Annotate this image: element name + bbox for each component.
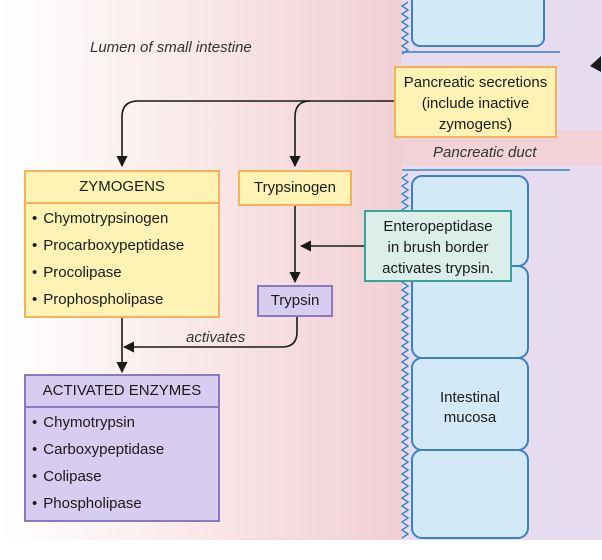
- zymogens-box: ZYMOGENS Chymotrypsinogen Procarboxypept…: [24, 170, 220, 318]
- arrows: [116, 100, 400, 374]
- mucosa-cell: [411, 449, 529, 539]
- activated-enzymes-title: ACTIVATED ENZYMES: [26, 376, 218, 408]
- activated-enzymes-list: Chymotrypsin Carboxypeptidase Colipase P…: [26, 408, 218, 520]
- enteropeptidase-box: Enteropeptidase in brush border activate…: [364, 210, 512, 282]
- trypsin-box: Trypsin: [257, 285, 333, 317]
- list-item: Chymotrypsin: [26, 409, 218, 436]
- activates-label: activates: [186, 329, 246, 346]
- intestinal-mucosa-label: Intestinal mucosa: [414, 388, 526, 428]
- list-item: Carboxypeptidase: [26, 436, 218, 463]
- mucosa-label-line2: mucosa: [443, 409, 497, 426]
- brush-border-upper: [400, 1, 410, 55]
- list-item: Chymotrypsinogen: [26, 205, 218, 232]
- trypsinogen-box: Trypsinogen: [238, 170, 352, 206]
- pancreatic-secretions-box: Pancreatic secretions (include inactive …: [394, 66, 557, 138]
- arrow-to-trypsinogen: [289, 100, 311, 168]
- mucosa-label-line1: Intestinal: [439, 389, 501, 406]
- list-item: Colipase: [26, 463, 218, 490]
- corner-arrowhead: [590, 56, 601, 72]
- enteropeptidase-line3: activates trypsin.: [382, 260, 494, 277]
- pancreatic-secretions-line3: zymogens): [438, 116, 513, 133]
- activated-enzymes-box: ACTIVATED ENZYMES Chymotrypsin Carboxype…: [24, 374, 220, 522]
- enteropeptidase-line2: in brush border: [387, 239, 489, 256]
- list-item: Procolipase: [26, 259, 218, 286]
- pancreatic-duct-label: Pancreatic duct: [433, 144, 537, 161]
- arrow-to-zymogens: [116, 100, 400, 168]
- list-item: Phospholipase: [26, 490, 218, 517]
- arrow-activates: [122, 316, 298, 353]
- lumen-label: Lumen of small intestine: [90, 39, 252, 56]
- list-item: Procarboxypeptidase: [26, 232, 218, 259]
- pancreatic-secretions-line2: (include inactive: [421, 95, 530, 112]
- pancreatic-secretions-line1: Pancreatic secretions: [403, 74, 548, 91]
- top-cell: [411, 0, 545, 47]
- zymogens-list: Chymotrypsinogen Procarboxypeptidase Pro…: [26, 204, 218, 316]
- zymogens-title: ZYMOGENS: [26, 172, 218, 204]
- list-item: Prophospholipase: [26, 286, 218, 313]
- enteropeptidase-line1: Enteropeptidase: [383, 218, 493, 235]
